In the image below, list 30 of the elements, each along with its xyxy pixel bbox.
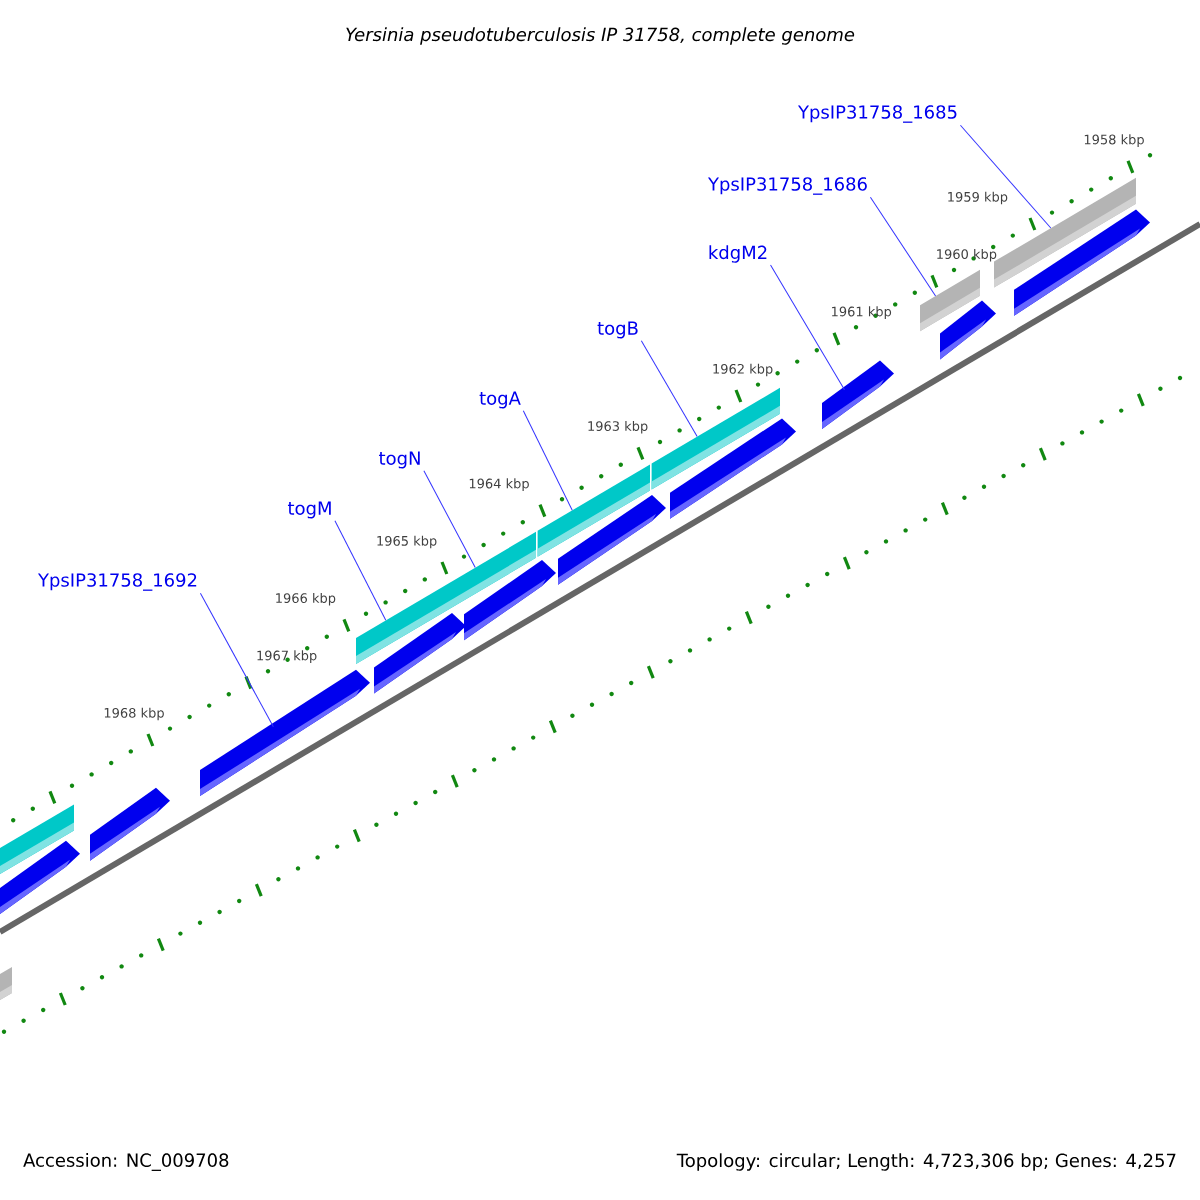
leader-line [522, 410, 573, 511]
genome-info-label: Topology: circular; Length: 4,723,306 bp; Genes: 4,257 [676, 1153, 1176, 1171]
gene-label: YpsIP31758_1685 [797, 105, 957, 123]
gene-bar [558, 495, 666, 585]
title: Yersinia pseudotuberculosis IP 31758, complete genome [346, 27, 855, 45]
gene-bar [0, 967, 12, 1000]
gene-label: togM [287, 501, 331, 519]
leader-line [869, 196, 937, 297]
gene-bar [940, 300, 996, 360]
accession-label: Accession: NC_009708 [23, 1153, 229, 1171]
leader-line [334, 520, 387, 621]
gene-bar [1014, 209, 1150, 316]
gene-bar [200, 669, 370, 796]
gene-label: YpsIP31758_1692 [37, 573, 197, 591]
gene-bar [90, 787, 170, 861]
leader-line [959, 124, 1052, 229]
gene-bar [464, 560, 556, 641]
leader-line [423, 470, 476, 569]
leader-line [770, 264, 845, 391]
gene-bar [0, 840, 80, 914]
gene-bar [822, 360, 894, 429]
gene-label: togA [479, 391, 521, 409]
gene-label: YpsIP31758_1686 [707, 177, 867, 195]
gene-label: kdgM2 [709, 245, 767, 263]
gene-label: togN [379, 451, 420, 469]
gene-bar [670, 418, 796, 519]
gene-bar [374, 613, 466, 694]
leader-line [199, 592, 274, 728]
gene-label: togB [597, 321, 638, 339]
leader-line [640, 340, 698, 438]
